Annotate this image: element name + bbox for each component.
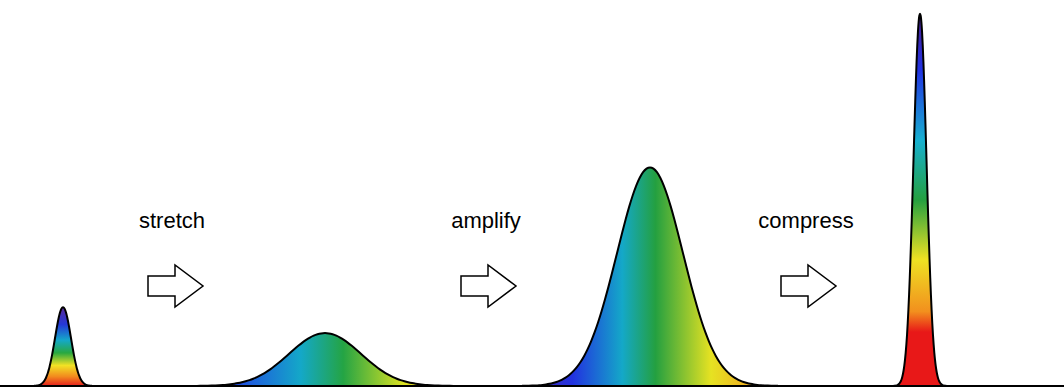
step-label: stretch xyxy=(139,210,205,232)
amplified-pulse xyxy=(511,167,788,386)
input-pulse xyxy=(29,307,96,386)
process-arrow xyxy=(781,265,836,307)
process-arrow xyxy=(461,265,516,307)
stretched-pulse xyxy=(174,333,476,386)
step-label: compress xyxy=(758,210,853,232)
compressed-pulse xyxy=(893,14,948,386)
step-label: amplify xyxy=(451,210,521,232)
process-arrow xyxy=(148,265,203,307)
